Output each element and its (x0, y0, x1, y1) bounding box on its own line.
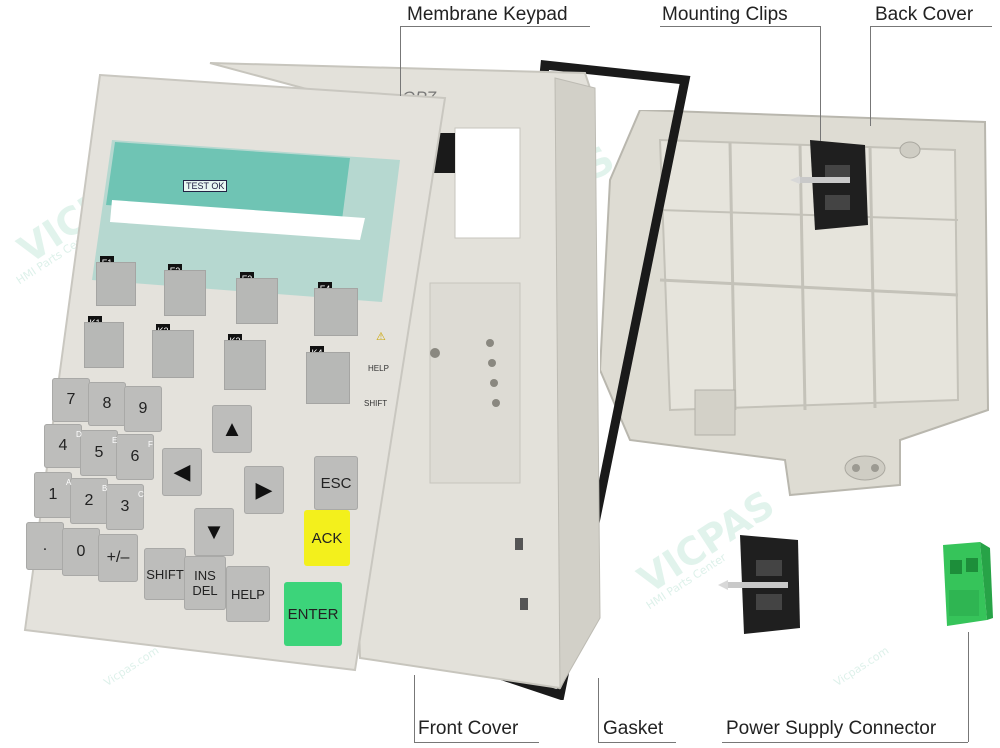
key-8[interactable]: 8 (88, 382, 126, 426)
key-plus-minus[interactable]: +/– (98, 534, 138, 582)
sub-letter-f: F (148, 440, 153, 449)
ins-label: INS (194, 568, 216, 583)
arrow-up-icon: ▲ (221, 416, 243, 441)
enter-key[interactable]: ENTER (284, 582, 342, 646)
power-supply-connector-part (935, 540, 995, 630)
key-0[interactable]: 0 (62, 528, 100, 576)
key-5[interactable]: 5 (80, 430, 118, 476)
f2-key[interactable] (164, 270, 206, 316)
clip-icon (790, 140, 868, 230)
watermark-site: Vicpas.com (831, 643, 892, 690)
power-supply-connector-leader-v (968, 632, 969, 742)
shift-indicator-label: SHIFT (364, 399, 388, 408)
front-cover-shape (209, 62, 601, 690)
clip-icon (718, 535, 800, 634)
arrow-down-icon: ▼ (203, 519, 225, 544)
sub-letter-c: C (138, 490, 144, 499)
warning-icon: ⚠ (376, 331, 386, 343)
back-cover-leader-v (870, 26, 871, 126)
sub-letter-a: A (66, 478, 72, 487)
k4-key[interactable] (306, 352, 350, 404)
gasket-leader-v (598, 678, 599, 742)
f1-key[interactable] (96, 262, 136, 306)
arrow-left-icon: ◀ (173, 459, 191, 484)
membrane-keypad-leader-v (400, 26, 401, 96)
gasket-leader-h (598, 742, 676, 743)
key-7[interactable]: 7 (52, 378, 90, 422)
mounting-clips-leader-h (660, 26, 820, 27)
key-1[interactable]: 1 (34, 472, 72, 518)
shift-key[interactable]: SHIFT (144, 548, 186, 600)
mounting-clip-loose (718, 530, 808, 640)
back-cover-part (598, 108, 990, 500)
arrow-right-key[interactable]: ▶ (244, 466, 284, 514)
arrow-left-key[interactable]: ◀ (162, 448, 202, 496)
key-6[interactable]: 6 (116, 434, 154, 480)
help-key[interactable]: HELP (226, 566, 270, 622)
connector-icon (943, 542, 993, 626)
back-cover-leader-h (870, 26, 992, 27)
arrow-up-key[interactable]: ▲ (212, 405, 252, 453)
test-ok-label: TEST OK (183, 180, 228, 192)
key-decimal[interactable]: . (26, 522, 64, 570)
f3-key[interactable] (236, 278, 278, 324)
arrow-down-key[interactable]: ▼ (194, 508, 234, 556)
k1-key[interactable] (84, 322, 124, 368)
key-2[interactable]: 2 (70, 478, 108, 524)
mounting-clips-leader-v (820, 26, 821, 141)
sub-letter-e: E (112, 436, 118, 445)
f4-key[interactable] (314, 288, 358, 336)
power-supply-connector-leader-h (722, 742, 968, 743)
key-9[interactable]: 9 (124, 386, 162, 432)
gasket-label: Gasket (603, 718, 664, 739)
mounting-clip-attached (790, 135, 870, 235)
ins-del-key[interactable]: INS DEL (184, 556, 226, 610)
help-indicator-label: HELP (368, 364, 389, 373)
membrane-keypad-leader-h (400, 26, 590, 27)
del-label: DEL (192, 583, 218, 598)
k3-key[interactable] (224, 340, 266, 390)
key-3[interactable]: 3 (106, 484, 144, 530)
sub-letter-d: D (76, 430, 82, 439)
front-cover-leader-h (414, 742, 539, 743)
sub-letter-b: B (102, 484, 108, 493)
back-cover-label: Back Cover (875, 4, 974, 25)
membrane-keypad-label: Membrane Keypad (407, 4, 568, 25)
front-cover-label: Front Cover (418, 718, 519, 739)
key-4[interactable]: 4 (44, 424, 82, 468)
arrow-right-icon: ▶ (255, 477, 273, 502)
mounting-clips-label: Mounting Clips (662, 4, 788, 25)
front-cover-part (200, 58, 610, 698)
back-cover-shape (598, 108, 990, 497)
esc-key[interactable]: ESC (314, 456, 358, 510)
power-supply-connector-label: Power Supply Connector (726, 718, 937, 739)
k2-key[interactable] (152, 330, 194, 378)
ack-key[interactable]: ACK (304, 510, 350, 566)
front-cover-leader-v (414, 675, 415, 742)
